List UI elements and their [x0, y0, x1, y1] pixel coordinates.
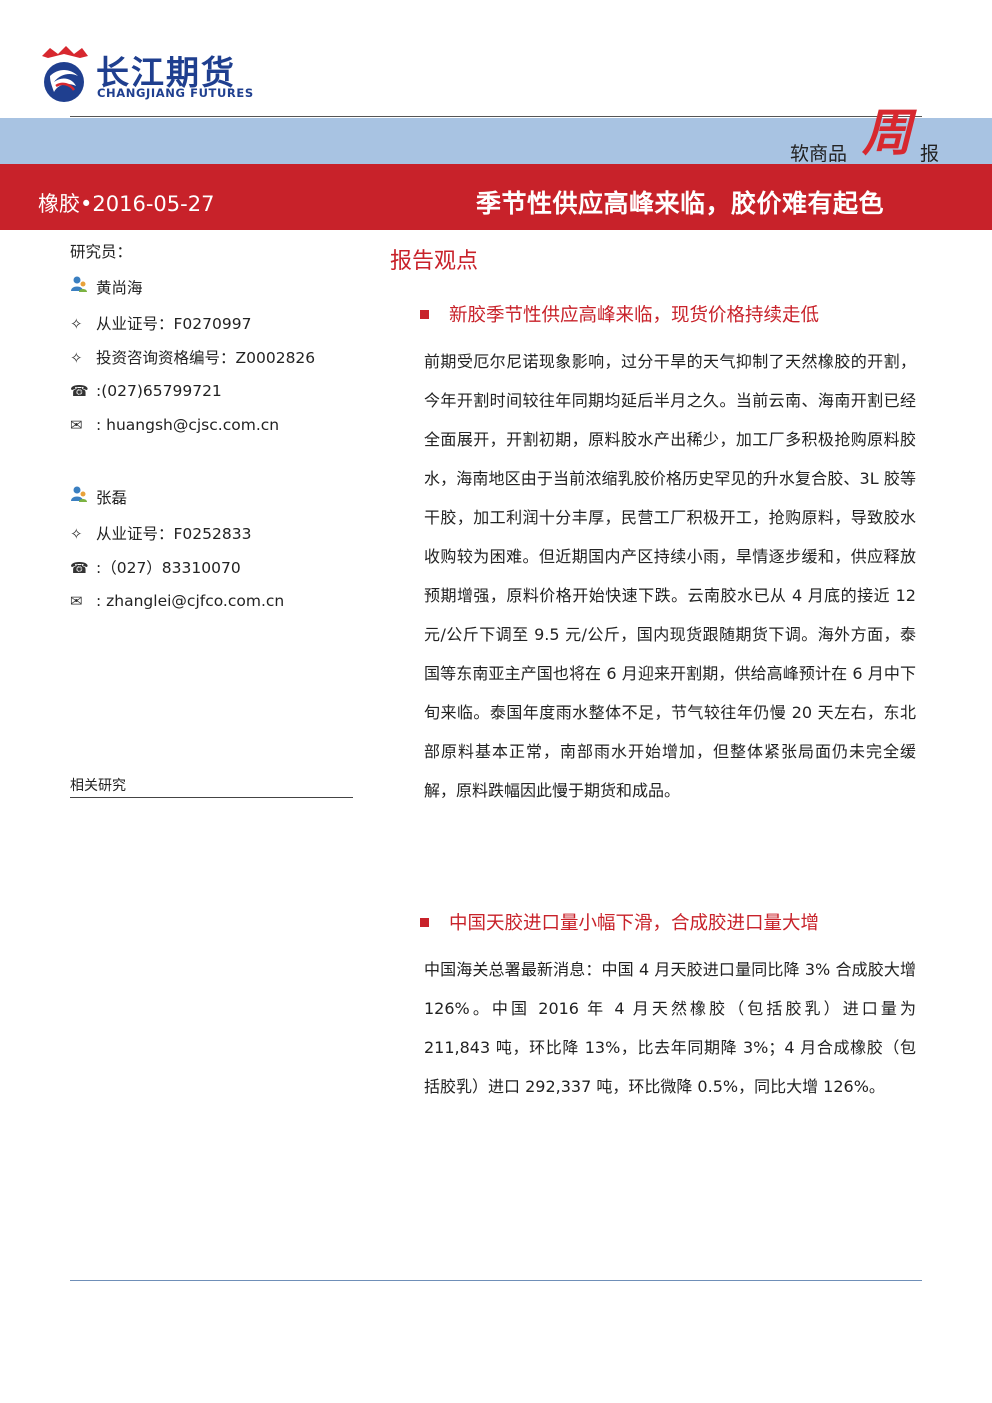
diamond-star-icon: ✧ [70, 315, 83, 333]
person-icon [70, 485, 96, 507]
analyst-name: 黄尚海 [96, 279, 143, 297]
section-heading-text: 新胶季节性供应高峰来临，现货价格持续走低 [449, 305, 820, 326]
analyst-name-row: 张磊 [70, 485, 127, 508]
person-icon [70, 275, 96, 297]
analyst-name-row: 黄尚海 [70, 275, 143, 298]
related-research-label: 相关研究 [70, 775, 353, 798]
footer-rule [70, 1280, 922, 1281]
logo-english-name: CHANGJIANG FUTURES [97, 86, 254, 100]
phone-icon: ☎ [70, 382, 89, 400]
square-bullet-icon [420, 309, 429, 319]
advisory-qualification-number: 投资咨询资格编号：Z0002826 [96, 349, 316, 367]
email-address[interactable]: : huangsh@cjsc.com.cn [96, 416, 280, 434]
dragon-logo-icon [42, 46, 88, 102]
envelope-icon: ✉ [70, 592, 83, 610]
email-address[interactable]: : zhanglei@cjfco.com.cn [96, 592, 285, 610]
analyst-name: 张磊 [96, 489, 128, 507]
analyst-detail-row: ✉ : huangsh@cjsc.com.cn [70, 416, 279, 434]
section-heading: 中国天胶进口量小幅下滑，合成胶进口量大增 [420, 909, 819, 935]
header-rule [70, 116, 922, 117]
category-band [0, 118, 992, 164]
report-dateline: 橡胶•2016-05-27 [38, 192, 215, 216]
phone-number: :(027)65799721 [96, 382, 222, 400]
analyst-detail-row: ✧ 从业证号：F0252833 [70, 522, 251, 544]
report-viewpoint-title: 报告观点 [390, 249, 479, 274]
analyst-detail-row: ✉ : zhanglei@cjfco.com.cn [70, 592, 284, 610]
phone-number: :（027）83310070 [96, 559, 241, 577]
square-bullet-icon [420, 917, 429, 927]
section-heading-text: 中国天胶进口量小幅下滑，合成胶进口量大增 [449, 913, 820, 934]
analyst-detail-row: ☎ :（027）83310070 [70, 556, 241, 578]
analyst-detail-row: ✧ 投资咨询资格编号：Z0002826 [70, 346, 315, 368]
weekly-mark: 周 [862, 104, 912, 162]
diamond-star-icon: ✧ [70, 525, 83, 543]
section-body: 前期受厄尔尼诺现象影响，过分干旱的天气抑制了天然橡胶的开割，今年开割时间较往年同… [424, 352, 916, 800]
title-band [0, 164, 992, 230]
envelope-icon: ✉ [70, 416, 83, 434]
report-mark: 报 [920, 143, 940, 165]
analyst-detail-row: ✧ 从业证号：F0270997 [70, 312, 251, 334]
company-logo: 长江期货 CHANGJIANG FUTURES [36, 42, 276, 106]
logo-chinese-name: 长江期货 [96, 53, 236, 92]
diamond-star-icon: ✧ [70, 349, 83, 367]
section-body: 中国海关总署最新消息：中国 4 月天胶进口量同比降 3% 合成胶大增 126%。… [424, 960, 916, 1096]
researcher-label: 研究员： [70, 243, 133, 261]
report-title: 季节性供应高峰来临，胶价难有起色 [476, 189, 885, 218]
license-number: 从业证号：F0252833 [96, 525, 252, 543]
analyst-detail-row: ☎ :(027)65799721 [70, 382, 222, 400]
category-label: 软商品 [790, 143, 848, 165]
phone-icon: ☎ [70, 559, 89, 577]
section-heading: 新胶季节性供应高峰来临，现货价格持续走低 [420, 301, 819, 327]
license-number: 从业证号：F0270997 [96, 315, 252, 333]
